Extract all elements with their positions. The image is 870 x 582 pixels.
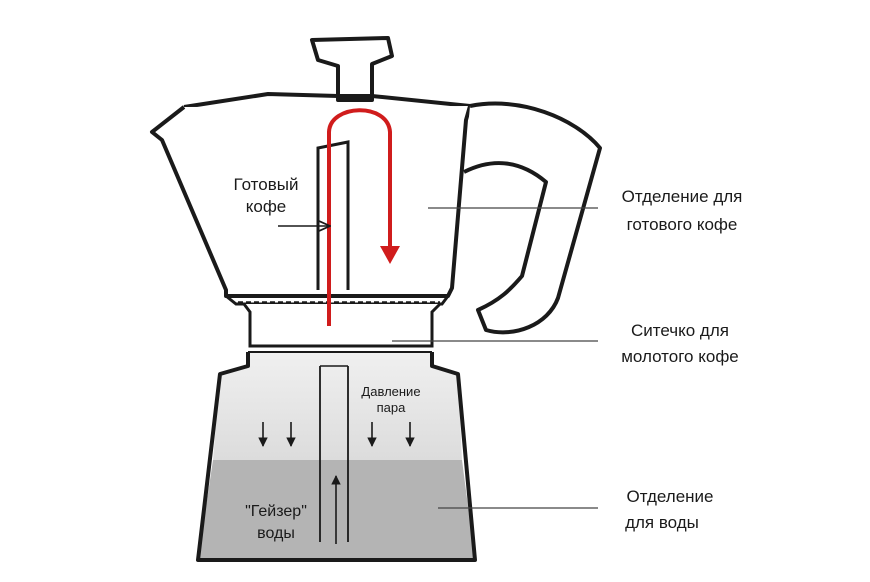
funnel-tube <box>319 366 349 542</box>
lid-knob <box>310 36 394 102</box>
steam-pressure-arrows <box>258 422 415 447</box>
central-column <box>316 140 350 290</box>
geyser-label-1: "Гейзер" <box>245 503 307 520</box>
ready-chamber-label-1: Отделение для <box>622 187 743 206</box>
lid <box>183 92 471 109</box>
ready-coffee-label-2: кофе <box>246 197 287 216</box>
ready-coffee-label-1: Готовый <box>234 175 299 194</box>
water-chamber-label-2: для воды <box>625 513 699 532</box>
filter-label-2: молотого кофе <box>621 347 739 366</box>
steam-pressure-label-1: Давление <box>361 384 420 399</box>
steam-pressure-label-2: пара <box>377 400 406 415</box>
water-chamber-label-1: Отделение <box>627 487 714 506</box>
handle <box>463 101 602 335</box>
steam-zone <box>213 352 462 460</box>
filter-label-1: Ситечко для <box>631 321 729 340</box>
upper-chamber <box>150 105 472 298</box>
coffee-flow-arrow <box>327 108 392 326</box>
coffee-flow-arrowhead <box>380 246 400 264</box>
geyser-label-2: воды <box>257 525 295 542</box>
filter-section <box>242 302 442 348</box>
ready-chamber-label-2: готового кофе <box>627 215 738 234</box>
bottom-chamber <box>196 352 477 562</box>
